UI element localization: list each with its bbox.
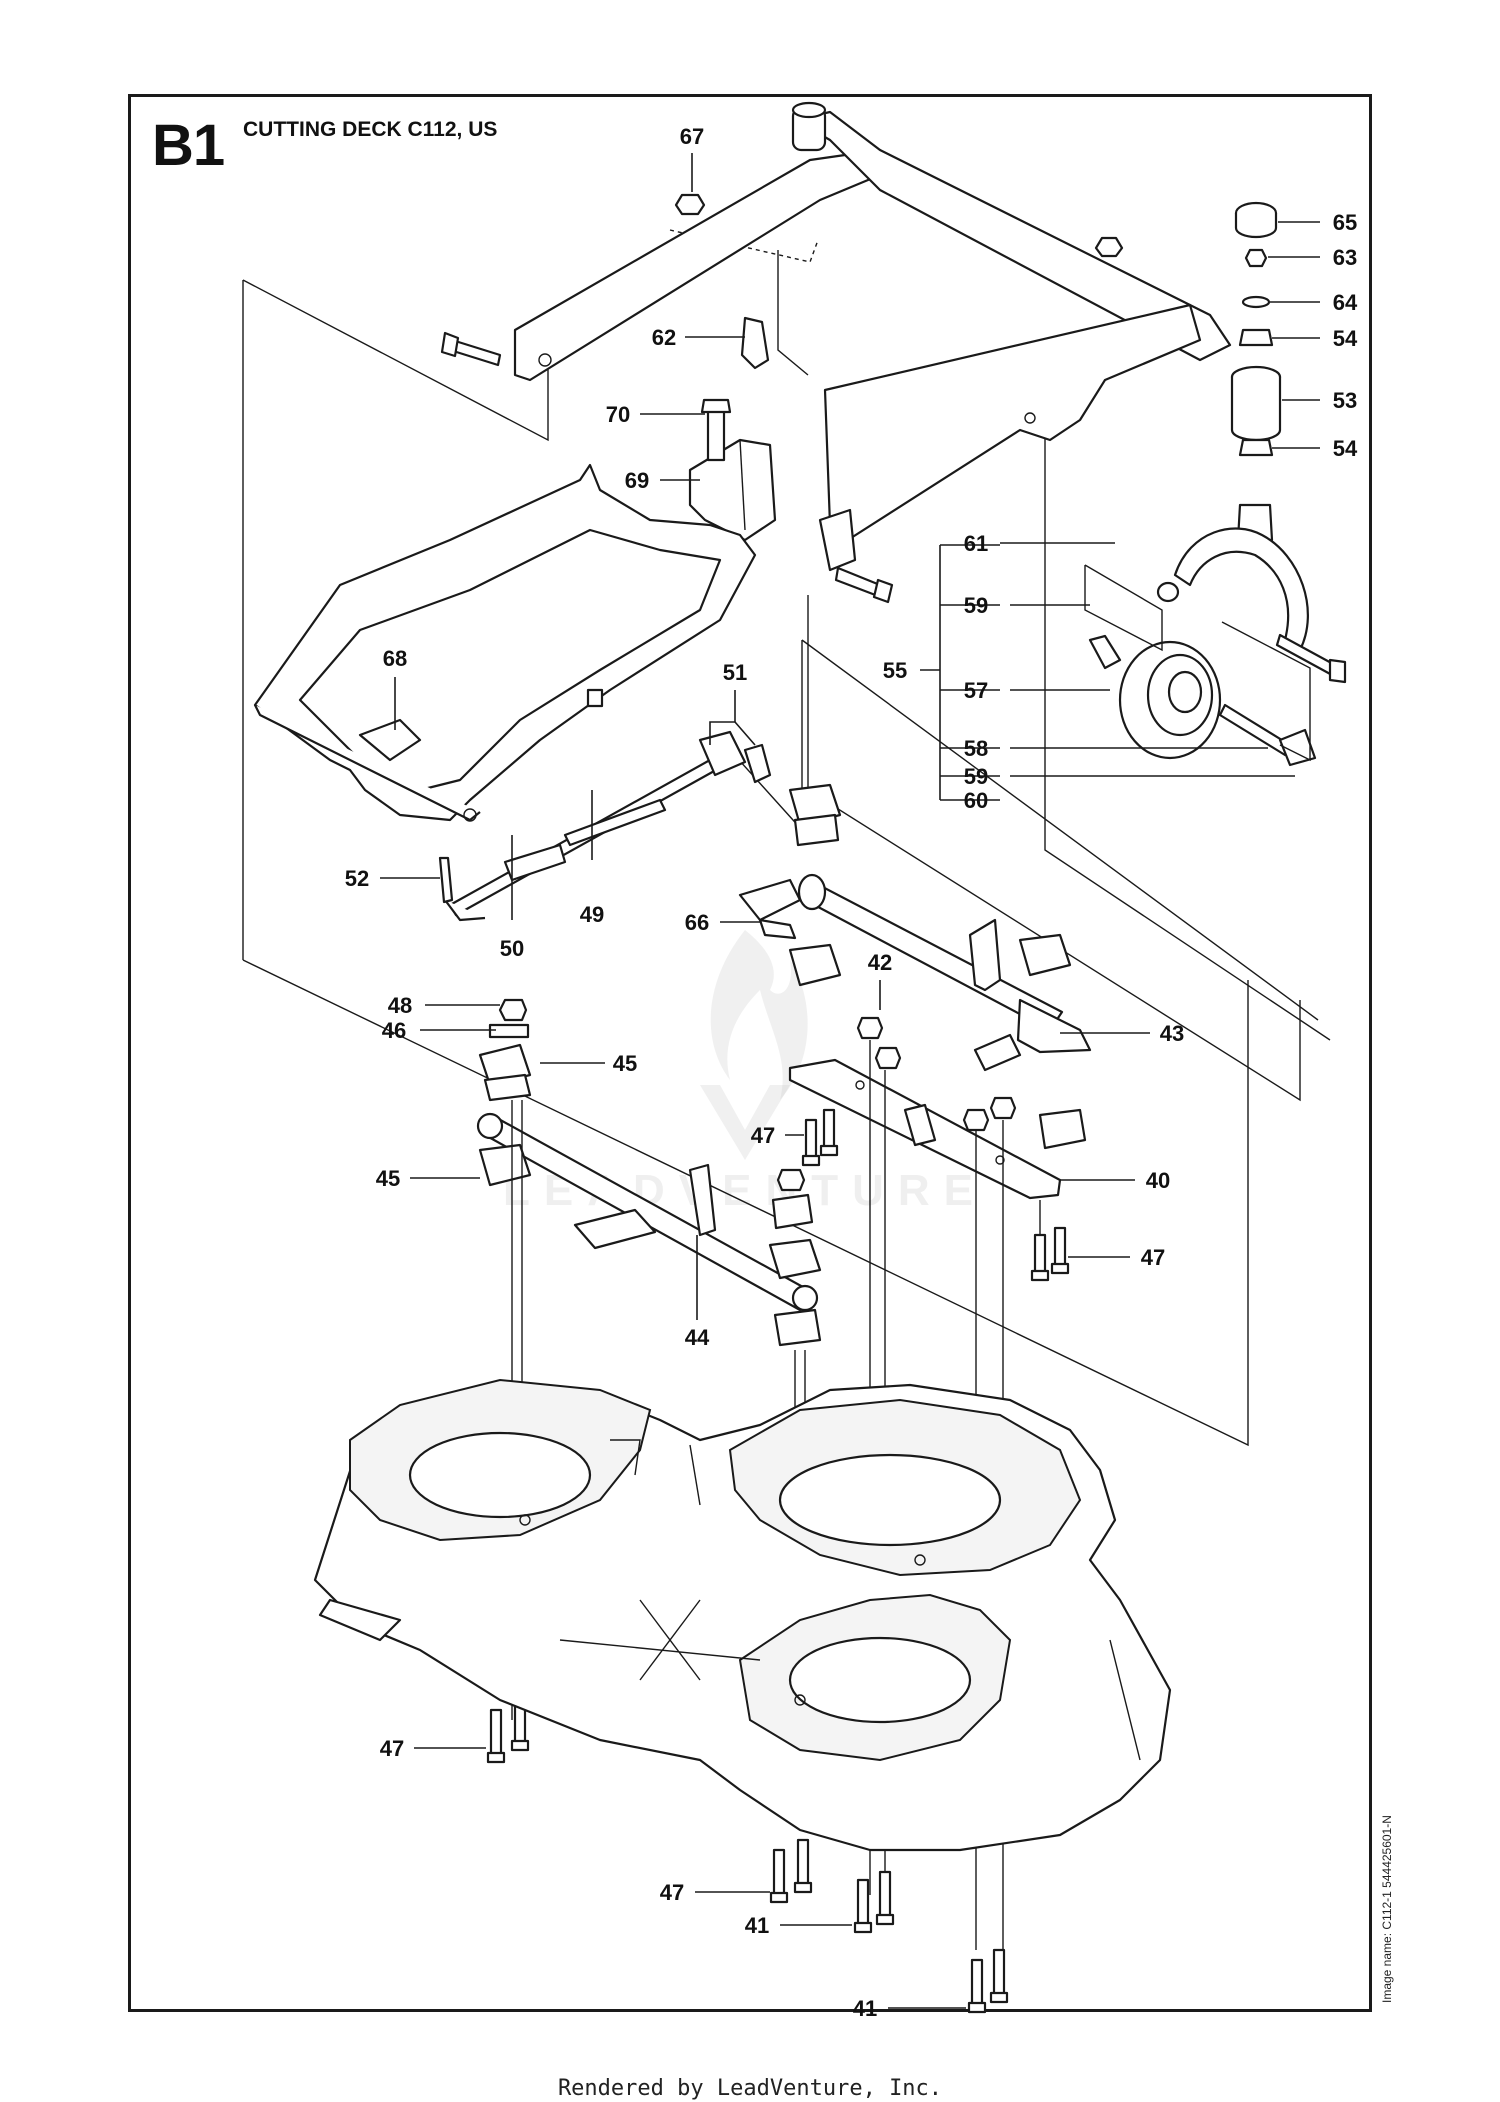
callout-55: 55 (883, 658, 907, 683)
watermark-flame-icon (710, 930, 808, 1100)
callout-66: 66 (685, 910, 709, 935)
bolts-47-41 (486, 1108, 1070, 2014)
footer-credit: Rendered by LeadVenture, Inc. (557, 2076, 943, 2101)
callout-46: 46 (382, 1018, 406, 1043)
sheet-code: B1 (152, 113, 225, 178)
cutting-deck (313, 1378, 1172, 1852)
callout-59: 59 (964, 593, 988, 618)
front-shaft-assembly (476, 998, 822, 1347)
callout-64: 64 (1333, 290, 1358, 315)
callout-59b: 59 (964, 764, 988, 789)
callout-57: 57 (964, 678, 988, 703)
cross-plate-40 (788, 1058, 1062, 1200)
callout-54: 54 (1333, 326, 1358, 351)
callout-41b: 41 (853, 1996, 877, 2021)
rear-shaft-assembly (738, 783, 1092, 1150)
callout-53: 53 (1333, 388, 1357, 413)
callout-leaders (380, 153, 1320, 2009)
callout-42: 42 (868, 950, 892, 975)
callout-69: 69 (625, 468, 649, 493)
drawing-frame (128, 94, 1372, 2012)
callout-41: 41 (745, 1913, 769, 1938)
callout-45: 45 (613, 1051, 637, 1076)
frame-bolt-right (834, 566, 894, 604)
bracket-62 (740, 316, 770, 370)
main-frame (513, 101, 1232, 572)
callout-70: 70 (606, 402, 630, 427)
callout-45b: 45 (376, 1166, 400, 1191)
callout-54b: 54 (1333, 436, 1358, 461)
callout-44: 44 (685, 1325, 710, 1350)
callout-47c: 47 (380, 1736, 404, 1761)
callout-labels: 67 65 63 64 54 62 53 70 54 69 61 68 59 5… (345, 124, 1358, 2021)
callout-65: 65 (1333, 210, 1357, 235)
bracket-69 (688, 398, 777, 542)
wheel-assembly (1084, 201, 1347, 767)
callout-49: 49 (580, 902, 604, 927)
callout-47d: 47 (660, 1880, 684, 1905)
callout-52: 52 (345, 866, 369, 891)
nut-67 (674, 193, 1124, 258)
callout-62: 62 (652, 325, 676, 350)
watermark-v-icon (700, 1085, 790, 1160)
callout-51: 51 (723, 660, 747, 685)
callout-50: 50 (500, 936, 524, 961)
callout-47: 47 (751, 1123, 775, 1148)
callout-47b: 47 (1141, 1245, 1165, 1270)
sheet-title: CUTTING DECK C112, US (243, 118, 498, 141)
nuts-42 (856, 1016, 1017, 1132)
lift-frame-68 (253, 463, 757, 822)
callout-48: 48 (388, 993, 412, 1018)
callout-63: 63 (1333, 245, 1357, 270)
callout-43: 43 (1160, 1021, 1184, 1046)
frame-bolt-left (440, 331, 502, 367)
callout-58: 58 (964, 736, 988, 761)
watermark: LEADVENTURE (503, 930, 973, 1215)
callout-61: 61 (964, 531, 988, 556)
callout-60: 60 (964, 788, 988, 813)
callout-40: 40 (1146, 1168, 1170, 1193)
callout-68: 68 (383, 646, 407, 671)
linkage-rod (438, 730, 772, 922)
callout-67: 67 (680, 124, 704, 149)
